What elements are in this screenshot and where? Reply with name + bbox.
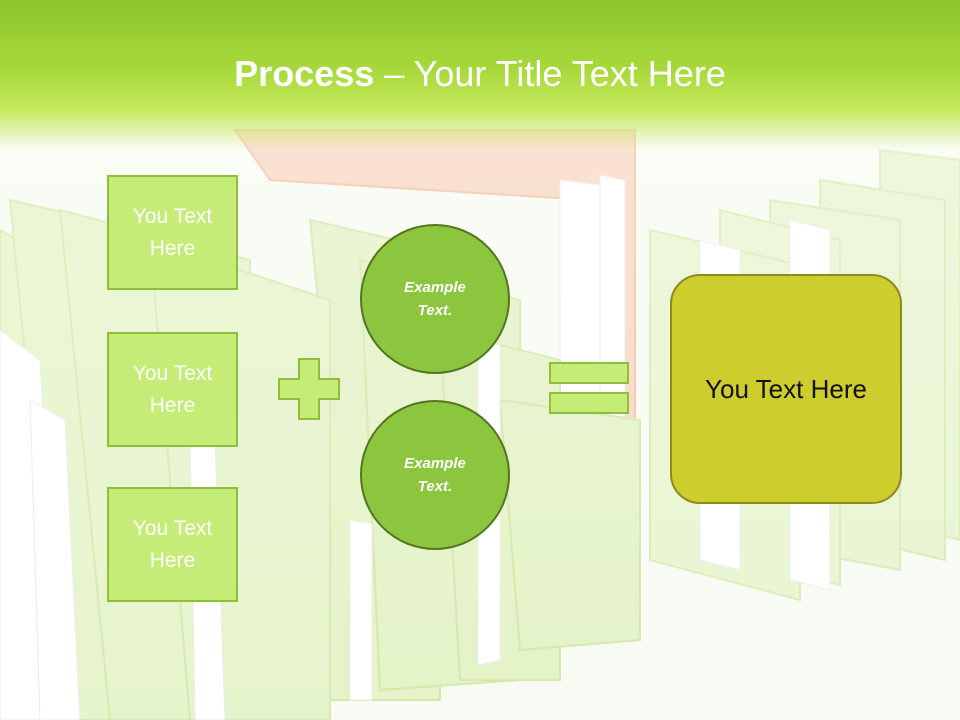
plus-icon (278, 358, 340, 420)
text-box-label: You Text Here (132, 361, 213, 417)
title-rest: – Your Title Text Here (374, 53, 726, 94)
title-band (0, 0, 960, 150)
equals-icon (549, 362, 629, 414)
circle-label: Example Text. (404, 455, 466, 495)
result-box[interactable]: You Text Here (670, 274, 902, 504)
circle-label: Example Text. (404, 279, 466, 319)
result-label: You Text Here (705, 373, 867, 404)
slide-title: Process – Your Title Text Here (0, 52, 960, 96)
text-box-label: You Text Here (132, 516, 213, 572)
title-bold: Process (234, 53, 375, 94)
text-box-label: You Text Here (132, 204, 213, 260)
text-box-2[interactable]: You Text Here (107, 332, 238, 447)
text-box-1[interactable]: You Text Here (107, 175, 238, 290)
text-box-3[interactable]: You Text Here (107, 487, 238, 602)
circle-2[interactable]: Example Text. (360, 400, 510, 550)
circle-1[interactable]: Example Text. (360, 224, 510, 374)
